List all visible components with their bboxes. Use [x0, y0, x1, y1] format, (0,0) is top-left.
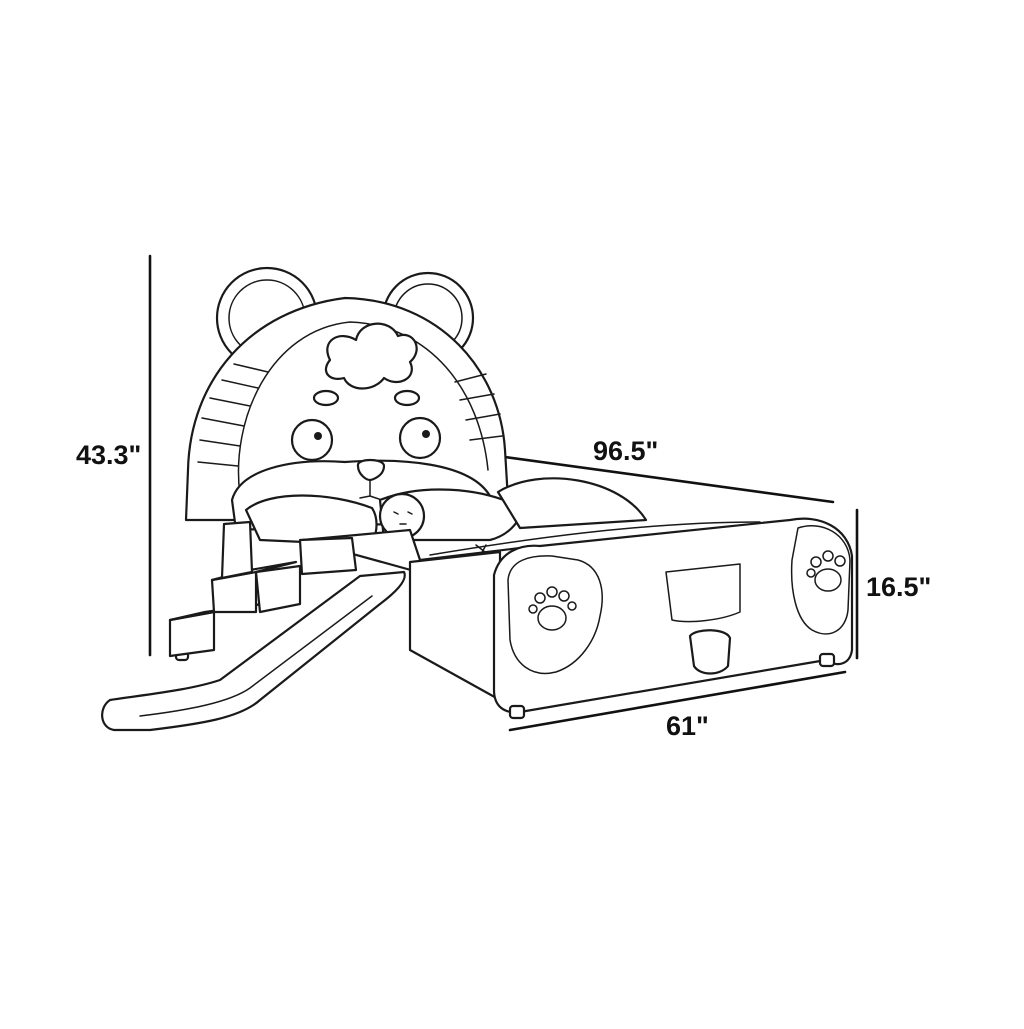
bedding	[244, 477, 761, 557]
front-right-foot	[818, 652, 836, 668]
left-paw-icon	[528, 586, 577, 631]
left-brow	[312, 389, 340, 407]
tongue-detail	[688, 629, 732, 675]
right-stripes	[454, 373, 503, 441]
right-eye-highlight	[422, 430, 430, 438]
left-stripes	[197, 363, 269, 467]
mattress-line	[429, 521, 761, 556]
footboard-left-lobe	[507, 555, 603, 675]
right-paw-icon	[806, 550, 846, 592]
length-dimension-line	[503, 455, 835, 504]
plush-toy-face	[393, 511, 413, 525]
height-label: 43.3"	[76, 440, 142, 470]
rear-pillow	[496, 477, 648, 530]
width-label: 61"	[666, 711, 709, 741]
mouth	[359, 479, 383, 501]
front-left-foot	[508, 704, 526, 720]
width-dimension-line	[508, 670, 847, 732]
slide	[101, 570, 406, 732]
footboard-right-lobe	[790, 525, 851, 635]
left-eye-highlight	[314, 432, 322, 440]
right-eye	[398, 416, 442, 460]
side-height-label: 16.5"	[866, 572, 932, 602]
steps	[168, 520, 358, 658]
face-inner-outline	[237, 321, 489, 496]
slide-chute	[101, 570, 406, 732]
length-label: 96.5"	[593, 436, 659, 466]
footboard-panel	[492, 517, 854, 714]
forehead-mark	[324, 322, 418, 390]
left-eye	[290, 418, 334, 462]
side-rail-panel	[408, 550, 502, 702]
footboard	[174, 517, 854, 720]
right-brow	[393, 389, 421, 407]
platform-block	[298, 536, 358, 576]
storage-pocket	[665, 563, 741, 623]
nose	[356, 458, 386, 482]
step-side	[254, 564, 302, 614]
step-3-front	[220, 520, 254, 580]
slide-inner-edge	[139, 595, 373, 717]
